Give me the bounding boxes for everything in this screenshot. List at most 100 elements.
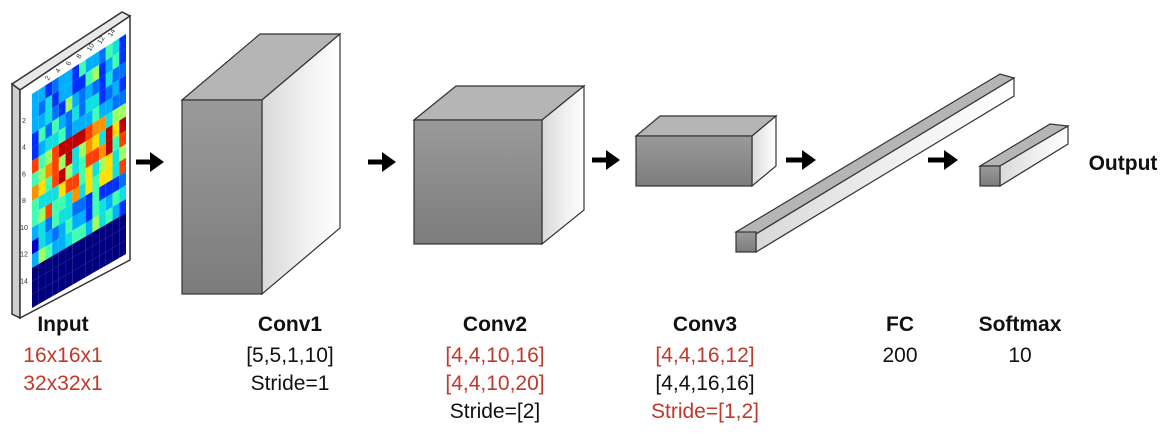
fc-block — [734, 73, 1016, 254]
heatmap-cell — [92, 187, 100, 206]
heatmap-cell — [65, 271, 73, 289]
heatmap-cell — [79, 86, 86, 105]
conv3-stride: Stride=[1,2] — [651, 400, 759, 423]
heatmap-tick-label: 14 — [107, 28, 117, 38]
heatmap-cell — [38, 139, 46, 157]
conv3-block — [634, 114, 778, 188]
heatmap-cell — [45, 108, 53, 126]
heatmap-cell — [105, 97, 113, 116]
heatmap-cell — [79, 73, 86, 92]
heatmap-cell — [52, 211, 59, 230]
heatmap-cell — [65, 176, 73, 195]
heatmap-cell — [112, 65, 120, 84]
heatmap-cell — [99, 74, 106, 93]
heatmap-cell — [65, 95, 73, 114]
heatmap-cell — [32, 237, 39, 255]
heatmap-cell — [72, 77, 79, 96]
heatmap-cell — [79, 182, 86, 200]
heatmap-cell — [52, 144, 59, 162]
heatmap-cell — [72, 240, 79, 258]
conv1-stride: Stride=1 — [250, 372, 330, 395]
heatmap-cell — [112, 161, 120, 180]
heatmap-cell — [99, 46, 106, 65]
heatmap-cell — [119, 226, 126, 245]
heatmap-cell — [65, 257, 73, 276]
heatmap-cell — [112, 106, 120, 125]
heatmap-cell — [45, 256, 53, 274]
heatmap-cell — [45, 188, 53, 207]
arrow-right-icon — [606, 150, 620, 170]
arrow-right-icon — [150, 152, 164, 172]
heatmap-tick-label: 4 — [22, 145, 26, 152]
heatmap-cell — [52, 157, 59, 176]
heatmap-cell — [112, 202, 120, 221]
heatmap-cell — [32, 116, 39, 135]
heatmap-cell — [92, 160, 100, 178]
heatmap-cell — [58, 207, 66, 226]
heatmap-cell — [112, 120, 120, 139]
heatmap-cell — [99, 142, 106, 161]
heatmap-cell — [112, 38, 120, 57]
heatmap-tick-label: 8 — [76, 53, 84, 60]
heatmap-cell — [38, 125, 46, 144]
heatmap-cell — [72, 186, 79, 204]
heatmap-cell — [85, 259, 93, 278]
heatmap-cell — [45, 81, 53, 99]
heatmap-cell — [112, 175, 120, 194]
heatmap-cell — [99, 169, 106, 188]
heatmap-cell — [52, 117, 59, 135]
heatmap-cell — [119, 102, 126, 121]
heatmap-cell — [85, 232, 93, 250]
heatmap-cell — [58, 72, 66, 91]
heatmap-cell — [119, 75, 126, 94]
heatmap-cell — [65, 203, 73, 222]
heatmap-cell — [119, 89, 126, 107]
heatmap-cell — [52, 225, 59, 243]
softmax-block-front — [979, 165, 1001, 187]
heatmap-cell — [105, 220, 113, 239]
heatmap-cell — [45, 148, 53, 166]
fc-block-side — [755, 76, 1015, 254]
heatmap-cell — [65, 149, 73, 168]
heatmap-cell — [58, 99, 66, 118]
heatmap-cell — [92, 64, 100, 83]
heatmap-tick-label: 4 — [55, 68, 63, 75]
conv3-kernel-b: [4,4,16,16] — [655, 372, 755, 395]
heatmap-cell — [119, 240, 126, 258]
heatmap-cell — [52, 184, 59, 203]
heatmap-tick-label: 2 — [22, 118, 26, 125]
heatmap-cell — [58, 167, 66, 185]
conv2-stride: Stride=[2] — [449, 400, 541, 423]
heatmap-cell — [105, 56, 113, 75]
conv2-title: Conv2 — [462, 313, 528, 336]
heatmap-cell — [65, 135, 73, 154]
heatmap-cell — [32, 156, 39, 175]
heatmap-cell — [92, 146, 100, 165]
heatmap-tick-label: 2 — [44, 75, 52, 82]
heatmap-cell — [72, 199, 79, 218]
heatmap-cell — [119, 61, 126, 80]
heatmap-cell — [119, 34, 126, 53]
heatmap-cell — [58, 140, 66, 158]
heatmap-cell — [72, 131, 79, 150]
heatmap-cell — [45, 229, 53, 247]
heatmap-cell — [105, 138, 113, 157]
heatmap-cell — [52, 252, 59, 270]
conv3-kernel-a: [4,4,16,12] — [655, 344, 755, 367]
heatmap-cell — [99, 128, 106, 147]
heatmap-cell — [52, 130, 59, 149]
heatmap-cell — [112, 189, 120, 207]
heatmap-cell — [52, 279, 59, 297]
heatmap-cell — [38, 246, 46, 264]
output-title: Output — [1088, 152, 1158, 175]
heatmap-cell — [79, 236, 86, 254]
input-panel-side-edge — [11, 82, 21, 320]
heatmap-cell — [32, 143, 39, 161]
heatmap-cell — [45, 121, 53, 140]
heatmap-cell — [38, 112, 46, 130]
heatmap-tick-label: 8 — [22, 198, 26, 205]
heatmap-cell — [92, 92, 100, 110]
heatmap-cell — [65, 122, 73, 141]
heatmap-cell — [85, 205, 93, 223]
